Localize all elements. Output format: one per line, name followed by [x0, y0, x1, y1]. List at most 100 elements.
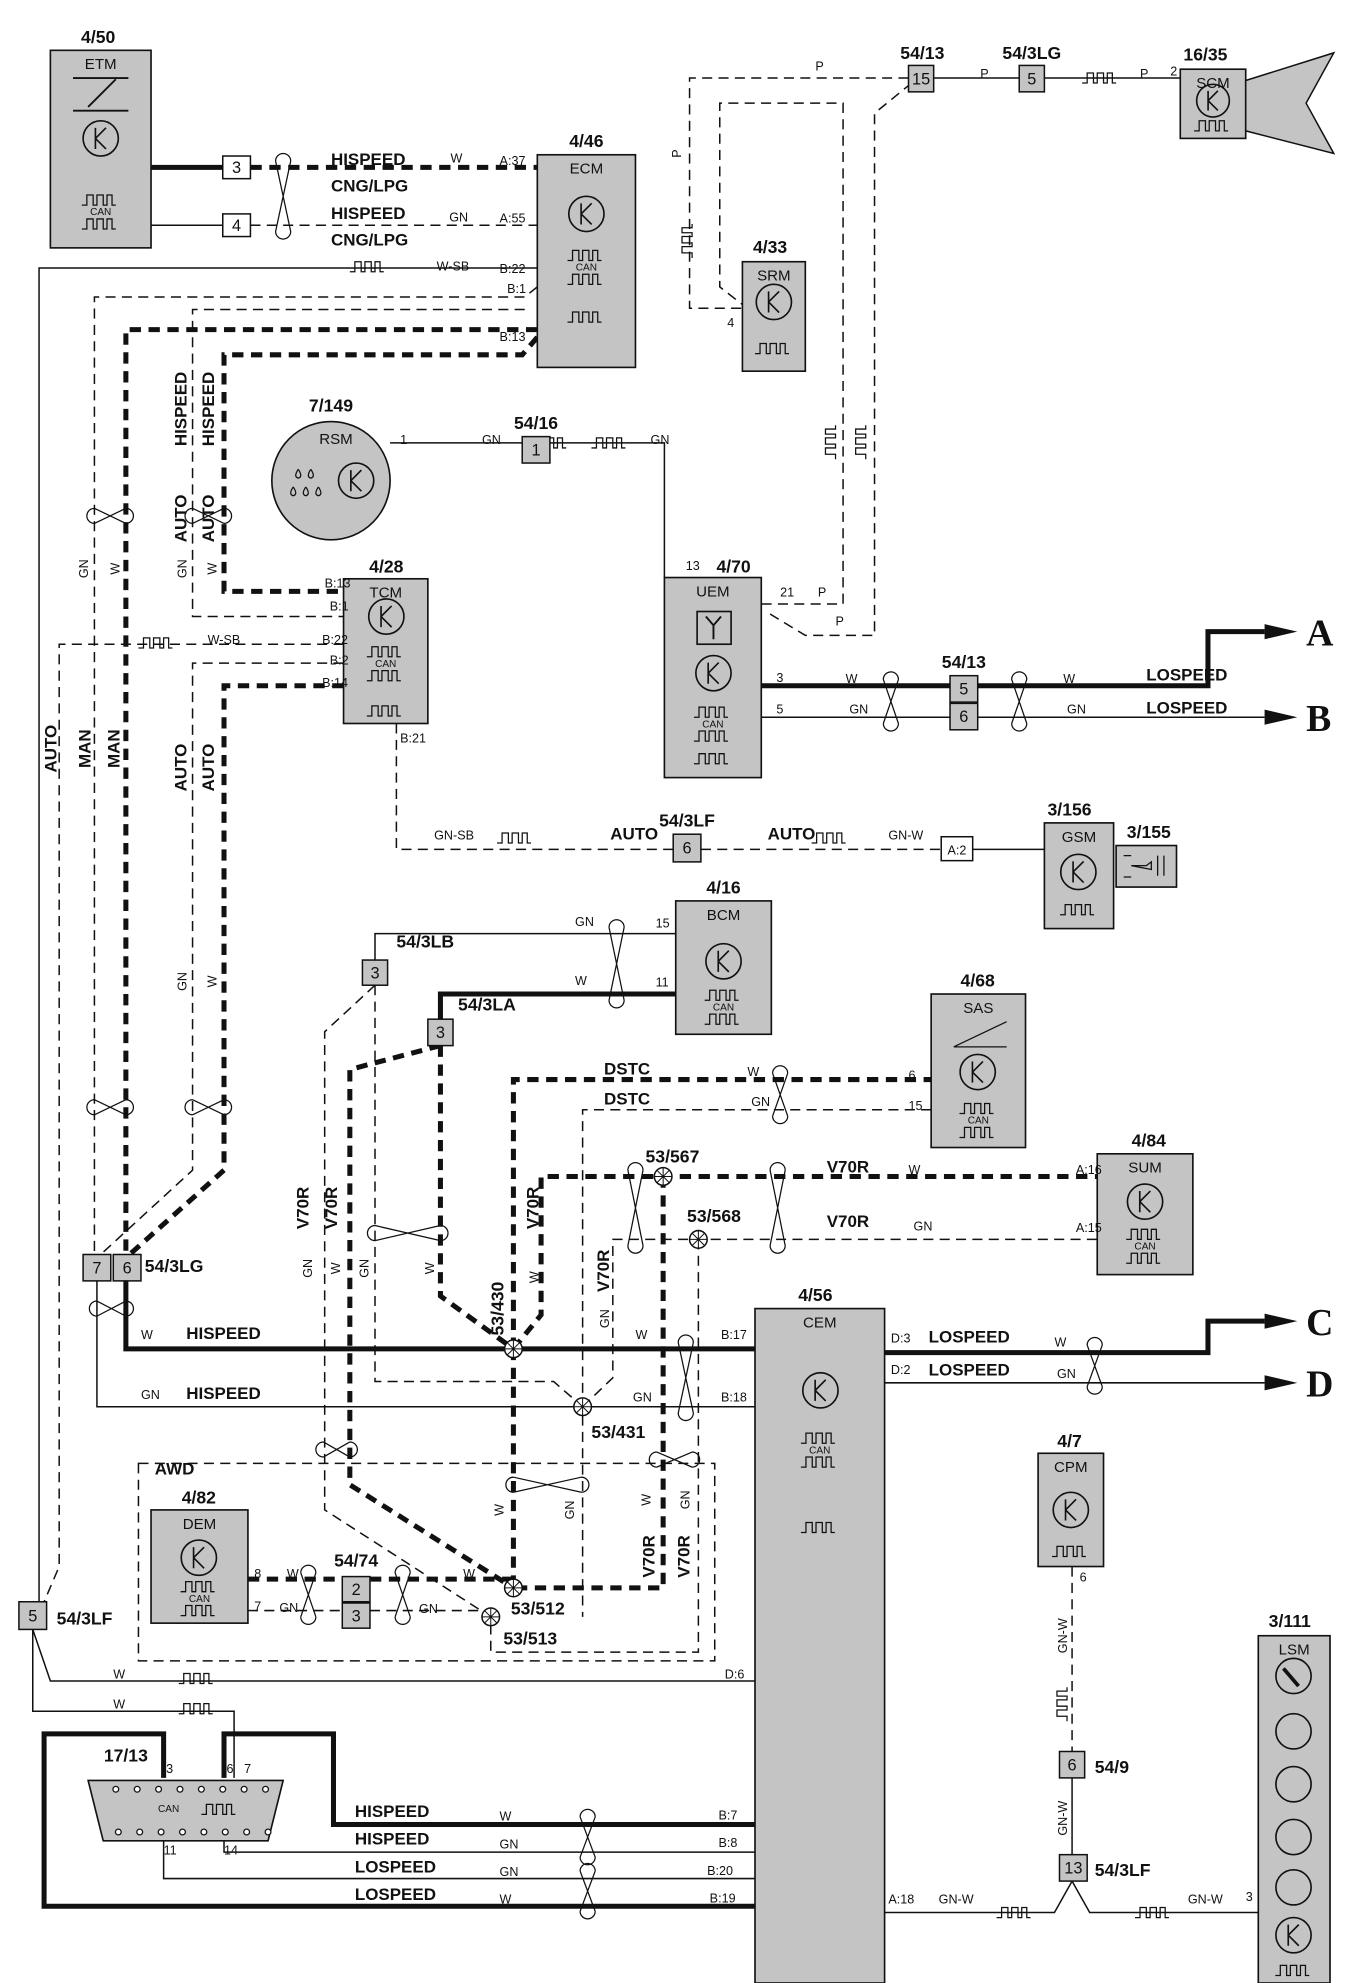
wire-label: 7: [254, 1600, 261, 1614]
connector-pin: 6: [959, 708, 968, 726]
wire-label: GN: [633, 1391, 652, 1405]
wire-label: A:16: [1076, 1163, 1102, 1177]
wire-label: GN: [175, 972, 189, 991]
signal-label: V70R: [827, 1212, 869, 1231]
connector-pin: A:2: [947, 843, 966, 857]
wire-label: GN: [500, 1865, 519, 1879]
wire-label: P: [980, 67, 988, 81]
connector-pin: 3: [352, 1607, 361, 1625]
k-glyph: [1072, 860, 1085, 884]
wire-label: 3: [166, 1762, 173, 1776]
signal-label: LOSPEED: [1146, 666, 1227, 685]
obd-ref: 17/13: [104, 1746, 148, 1766]
wire: [123, 1280, 755, 1352]
wire-label: B:7: [719, 1808, 738, 1822]
sum-box: [1096, 1152, 1194, 1276]
signal-label: LOSPEED: [929, 1328, 1010, 1347]
wire-label: D:6: [725, 1668, 745, 1682]
obd-connector: CAN: [87, 1779, 285, 1842]
arrow-icon: [1264, 624, 1298, 640]
splice-point: [503, 1578, 523, 1598]
signal-pulse-icon: [704, 989, 739, 1001]
wire-label: W: [463, 1567, 475, 1581]
awd-region-label: AWD: [155, 1460, 195, 1479]
signal-pulse-icon: [996, 1906, 1031, 1919]
steering-angle-icon: [953, 1021, 1007, 1048]
splice-star: [504, 1340, 523, 1358]
connector-pin: 6: [683, 840, 692, 858]
wire: [582, 1238, 1098, 1408]
signal-label: HISPEED: [355, 1802, 430, 1821]
connector-ref: 54/74: [334, 1551, 378, 1571]
signal-label: V70R: [594, 1250, 613, 1292]
wire-label: GN-W: [939, 1893, 974, 1907]
twisted-pair-icon: [769, 1162, 786, 1254]
raindrop-icon: [290, 486, 297, 497]
wire: [221, 335, 540, 594]
wire-label: W: [492, 1504, 506, 1516]
wire-label: P: [815, 59, 823, 73]
signal-label: V70R: [322, 1187, 341, 1229]
twisted-pair-icon: [315, 1441, 358, 1458]
twisted-pair-icon: [88, 1300, 134, 1317]
wire-label: B:1: [507, 282, 526, 296]
wire-label: 14: [224, 1844, 238, 1858]
signal-label: HISPEED: [186, 1324, 261, 1343]
connector: 1: [521, 435, 551, 464]
signal-label: AUTO: [610, 824, 658, 843]
splice-point: [573, 1397, 593, 1417]
rsm-ref: 7/149: [309, 395, 353, 415]
wire: [374, 932, 676, 961]
k-glyph: [1207, 90, 1219, 112]
signal-pulse-icon: [1056, 1687, 1068, 1722]
wire: [221, 1731, 755, 1827]
wire-label: 4: [727, 316, 734, 330]
splice-point: [481, 1607, 501, 1627]
wire-label: W: [635, 1328, 647, 1342]
srm-ref: 4/33: [753, 237, 787, 257]
wire-label: GN: [175, 559, 189, 578]
signal-label: V70R: [524, 1187, 543, 1229]
wire-label: W: [205, 563, 219, 575]
splice-star: [689, 1230, 708, 1249]
wire-label: GN: [849, 702, 868, 716]
raindrop-icon: [315, 486, 322, 497]
wire: [437, 1045, 515, 1351]
signal-pulse-icon: [567, 273, 602, 285]
k-glyph: [814, 1379, 827, 1402]
wire-label: B:18: [721, 1391, 747, 1405]
control-module-icon: [801, 1371, 839, 1409]
arrow-icon: [1264, 1313, 1298, 1329]
wire-label: GN: [563, 1500, 577, 1519]
etm-box: [49, 49, 152, 249]
wire-label: 1: [400, 433, 407, 447]
wire-label: W: [1063, 672, 1075, 686]
wire: [93, 286, 538, 1255]
wire-label: B:13: [325, 577, 351, 591]
signal-pulse-icon: [959, 1126, 994, 1139]
splice-star: [654, 1167, 672, 1186]
wire-label: GN: [751, 1095, 770, 1109]
wire-label: 6: [909, 1069, 916, 1083]
twisted-pair-icon: [274, 152, 292, 240]
obd-pin: [157, 1828, 165, 1836]
dem-name: DEM: [183, 1516, 217, 1533]
control-module-icon: [180, 1539, 218, 1577]
rsm-module: RSM: [271, 420, 391, 541]
signal-label: AUTO: [768, 824, 816, 843]
wire-label: W: [1054, 1335, 1066, 1349]
ecm-name: ECM: [570, 161, 604, 178]
twisted-pair-icon: [771, 1065, 789, 1125]
wire-label: GN-W: [1188, 1893, 1223, 1907]
wire-label: 6: [227, 1762, 234, 1776]
wire: [513, 1176, 666, 1591]
connector-box: [907, 64, 935, 93]
wire-label: 6: [1080, 1571, 1087, 1585]
splice-label: 53/512: [511, 1598, 565, 1618]
splice-point: [653, 1166, 673, 1187]
signal-label: V70R: [639, 1535, 658, 1577]
wire-label: GN-SB: [434, 828, 474, 842]
